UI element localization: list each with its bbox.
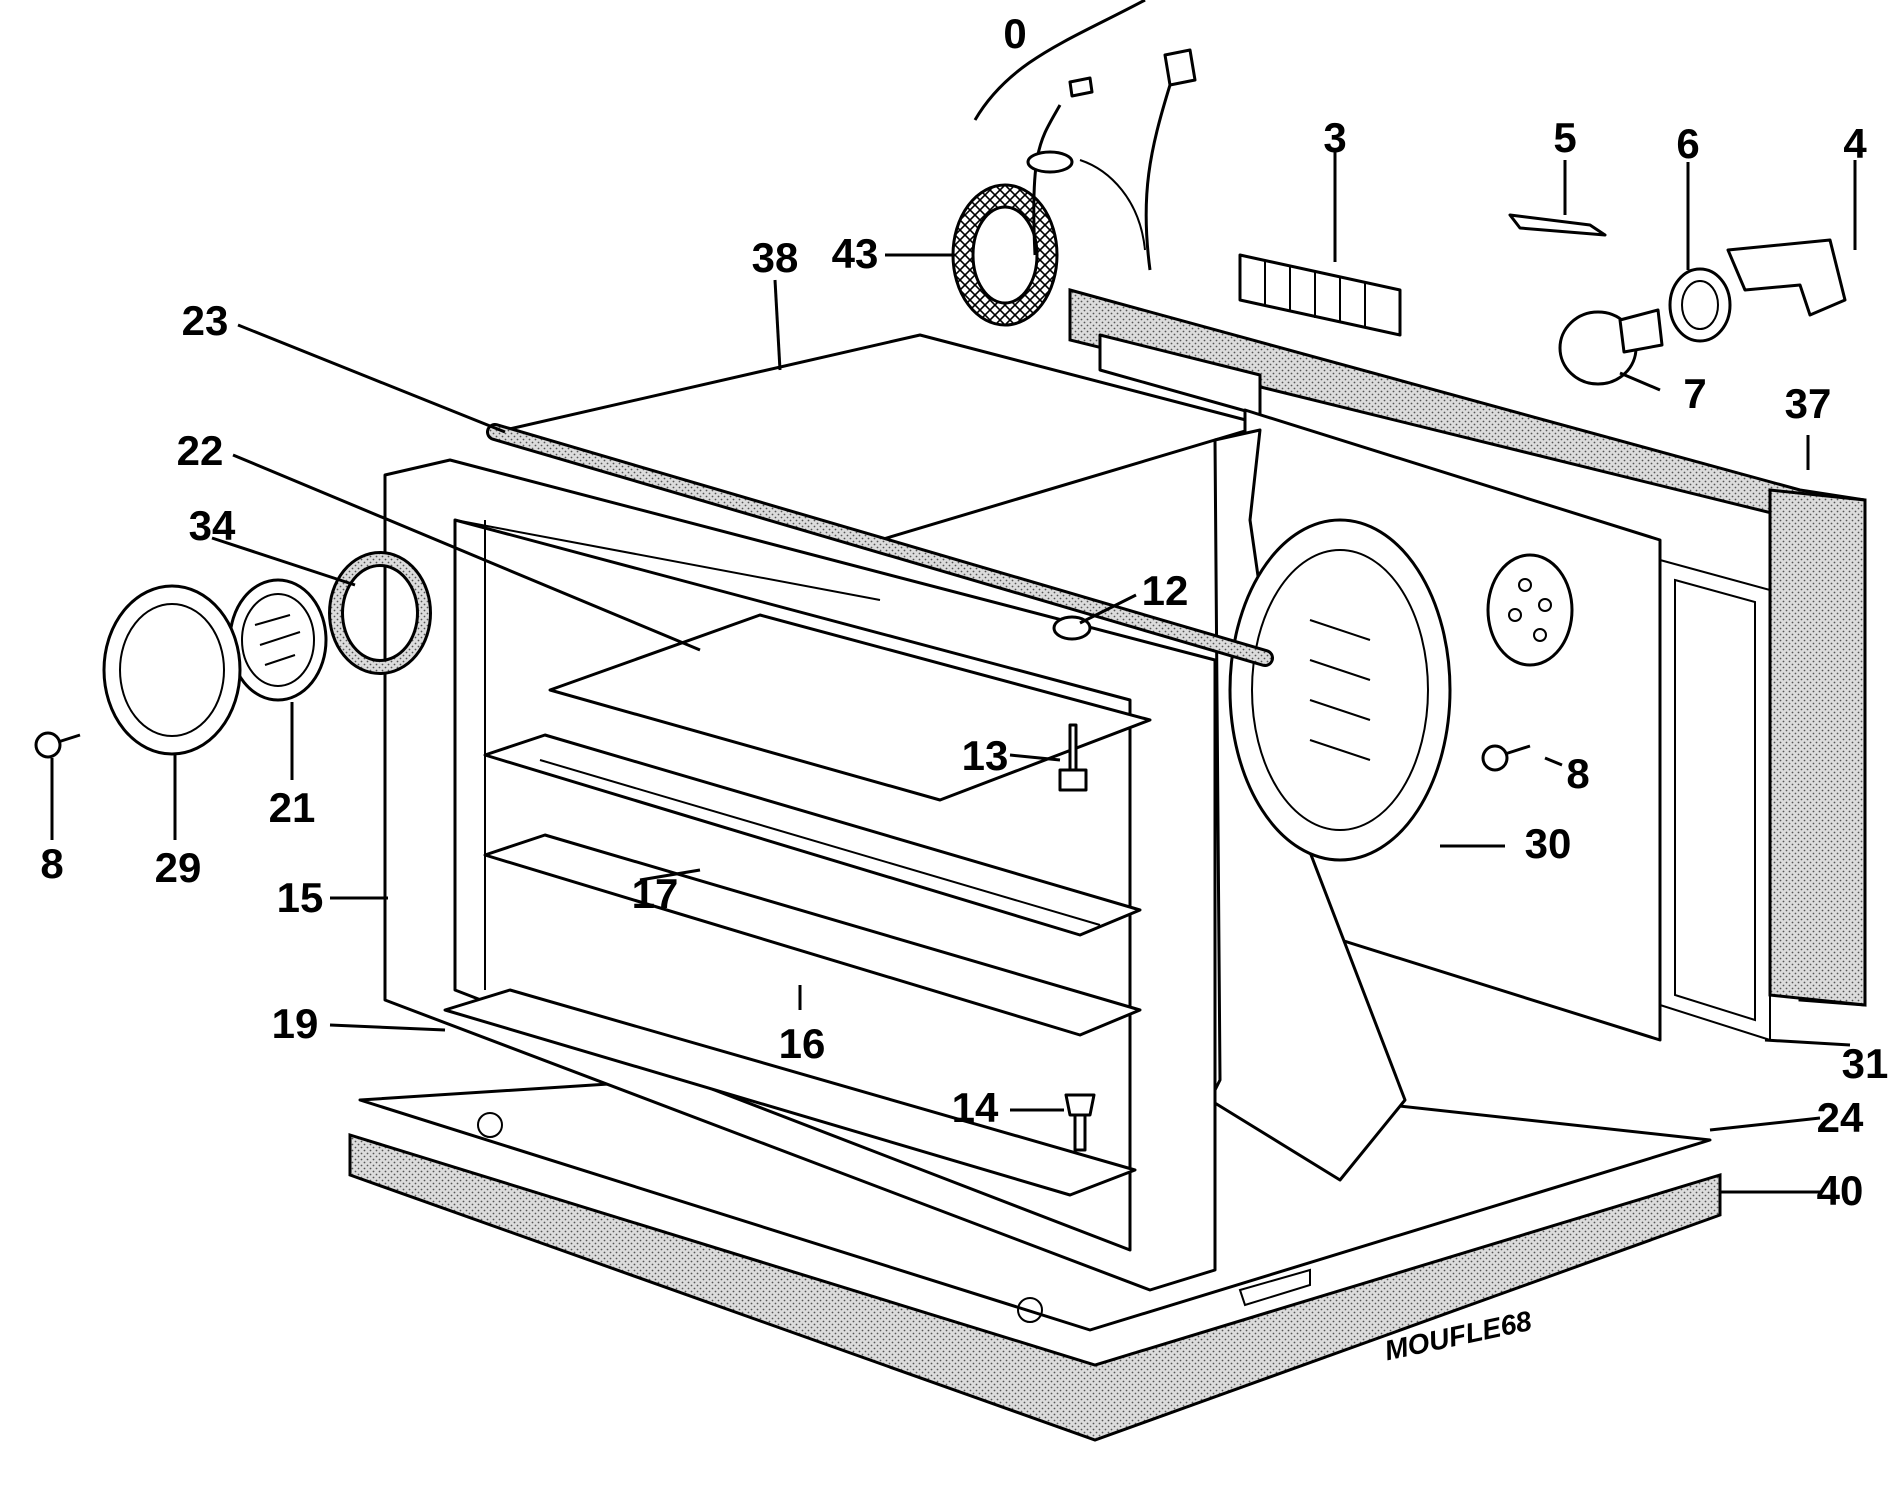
baking-tray-16: [483, 833, 1142, 1037]
screw-8-left: [34, 731, 81, 759]
base-insulation-40: [348, 1132, 1722, 1442]
label-22: 22: [177, 427, 224, 474]
clip-5: [1508, 213, 1607, 237]
shelf-rack-17: [483, 733, 1142, 937]
label-14: 14: [952, 1084, 999, 1131]
label-38: 38: [752, 234, 799, 281]
label-8-left: 8: [40, 840, 63, 887]
label-0: 0: [1003, 10, 1026, 57]
rear-insulation-37: [1068, 288, 1867, 1007]
label-30: 30: [1525, 820, 1572, 867]
rear-seal-31: [1659, 558, 1771, 1042]
label-19: 19: [272, 1000, 319, 1047]
label-7: 7: [1683, 370, 1706, 417]
wiring-0: [973, 0, 1197, 271]
label-12: 12: [1142, 567, 1189, 614]
label-15: 15: [277, 874, 324, 921]
label-29: 29: [155, 844, 202, 891]
lamp-bulb-7: [1558, 308, 1664, 386]
door-seal-23: [486, 423, 1274, 667]
label-31: 31: [1842, 1040, 1889, 1087]
terminal-block-3: [1238, 253, 1402, 337]
top-plate-22: [548, 613, 1152, 802]
label-34: 34: [189, 502, 236, 549]
bracket-4: [1726, 238, 1847, 317]
label-40: 40: [1817, 1167, 1864, 1214]
label-8-right: 8: [1566, 750, 1589, 797]
lamp-glass-21: [228, 578, 328, 702]
lamp-seal-34: [328, 551, 432, 675]
label-13: 13: [962, 732, 1009, 779]
fan-heater-30: [1228, 518, 1452, 862]
label-17: 17: [632, 870, 679, 917]
label-3: 3: [1323, 114, 1346, 161]
label-4: 4: [1843, 120, 1867, 167]
bottom-plate-19: [443, 988, 1137, 1197]
label-37: 37: [1785, 380, 1832, 427]
gasket-43: [951, 183, 1059, 327]
label-6: 6: [1676, 120, 1699, 167]
bolt-13: [1058, 723, 1088, 792]
label-5: 5: [1553, 114, 1576, 161]
label-16: 16: [779, 1020, 826, 1067]
leader-lines: [50, 152, 1857, 1194]
bolt-14: [1064, 1093, 1096, 1152]
back-connector: [1486, 553, 1574, 667]
lamp-holder-6: [1668, 267, 1732, 343]
label-23: 23: [182, 297, 229, 344]
screw-8-right: [1481, 744, 1531, 772]
label-21: 21: [269, 784, 316, 831]
lamp-ring-29: [102, 584, 242, 756]
label-24: 24: [1817, 1094, 1864, 1141]
label-43: 43: [832, 230, 879, 277]
